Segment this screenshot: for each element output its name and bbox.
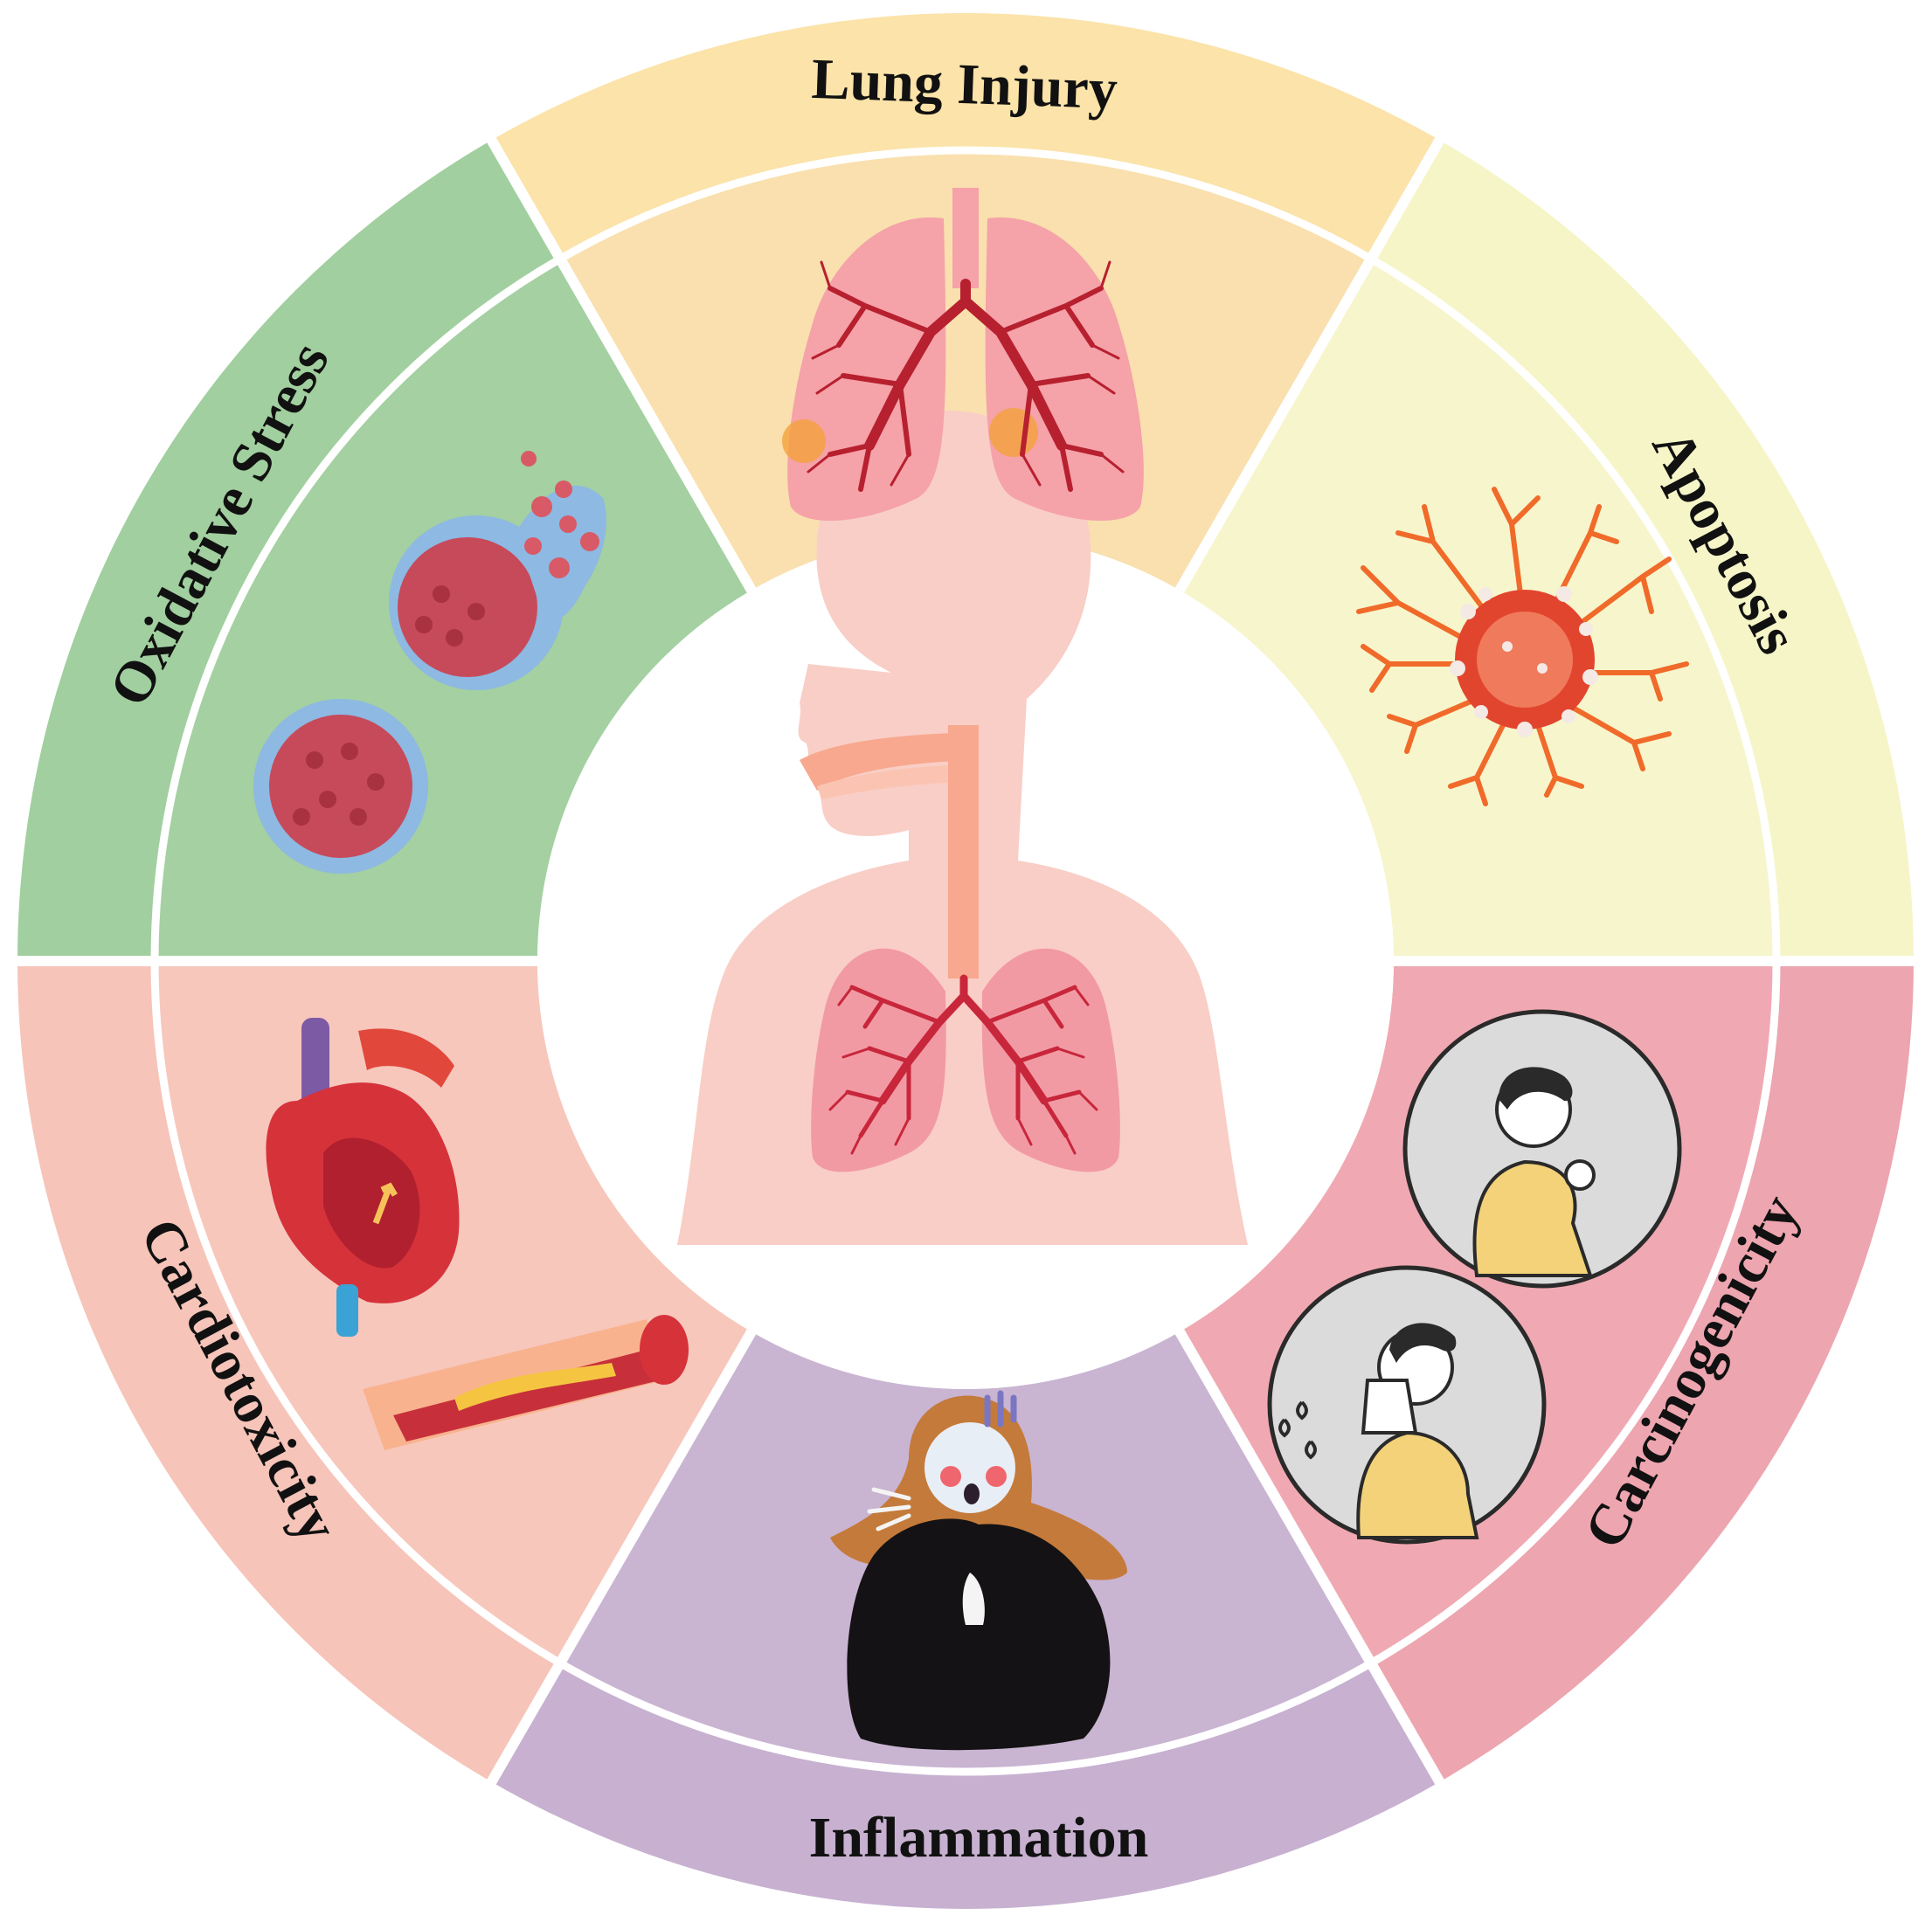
segment-separator — [1174, 1329, 1447, 1788]
center-lungs — [811, 948, 1120, 1172]
sick-woman-illustration — [830, 1390, 1127, 1751]
trachea — [948, 725, 979, 978]
oral-passage — [817, 765, 948, 799]
segment-outer-inflammation — [491, 1663, 1440, 1909]
person-circle-top — [1402, 1009, 1682, 1289]
segment-lung-injury — [491, 12, 1440, 591]
aorta-arch — [358, 1028, 454, 1088]
cell-top — [398, 537, 537, 677]
heart-chamber — [323, 1137, 420, 1269]
segment-separators — [13, 134, 1918, 1788]
apoptotic-cell-core — [1477, 612, 1573, 708]
segment-separator — [1174, 134, 1447, 593]
segment-outer-oxidative — [17, 140, 560, 962]
damaged-cells-illustration — [253, 451, 606, 874]
trachea-top — [952, 188, 979, 288]
artery-opening — [640, 1315, 689, 1385]
nasal-passage — [800, 732, 979, 791]
respiratory-system-silhouette — [677, 411, 1248, 1245]
segment-separator — [484, 134, 757, 593]
lungs-illustration — [782, 188, 1144, 522]
pulmonary-vein — [336, 1284, 358, 1337]
segment-outer-lung — [491, 12, 1440, 259]
mouth — [964, 1483, 980, 1504]
coughing-person-illustration — [1267, 1009, 1682, 1545]
hair-bottom — [1389, 1323, 1457, 1363]
segment-outer-cardiotoxicity — [17, 961, 560, 1782]
fist-top — [1564, 1159, 1596, 1191]
heart-and-artery-illustration — [266, 1018, 689, 1450]
cheek-right — [986, 1466, 1007, 1487]
sneeze-droplets — [1278, 1400, 1317, 1460]
cell-bottom — [269, 715, 412, 858]
segment-outer-carcinogenicity — [1371, 961, 1914, 1782]
shirt-top — [1472, 1159, 1593, 1277]
injury-spot-right — [989, 408, 1038, 457]
segment-separator — [484, 1329, 757, 1788]
label-inflammation: Inflammation — [809, 1806, 1149, 1870]
vena-cava — [301, 1018, 329, 1114]
injury-spot-left — [782, 419, 826, 463]
cell-rupture — [516, 485, 606, 619]
blood-flow-arrow — [372, 1182, 398, 1225]
hair-top — [1499, 1067, 1573, 1110]
sweater — [847, 1518, 1111, 1751]
plaque — [454, 1363, 616, 1411]
label-lung-injury: Lung Injury — [810, 47, 1118, 121]
distress-lines — [984, 1390, 1017, 1428]
segment-inner-lung — [560, 149, 1371, 591]
collar — [962, 1573, 985, 1625]
apoptotic-cell-illustration — [1356, 487, 1689, 806]
segment-outer-apoptosis — [1371, 140, 1914, 962]
tissue — [1361, 1379, 1418, 1435]
cough-lines — [867, 1487, 911, 1531]
face — [924, 1422, 1015, 1513]
cheek-left — [940, 1466, 961, 1487]
